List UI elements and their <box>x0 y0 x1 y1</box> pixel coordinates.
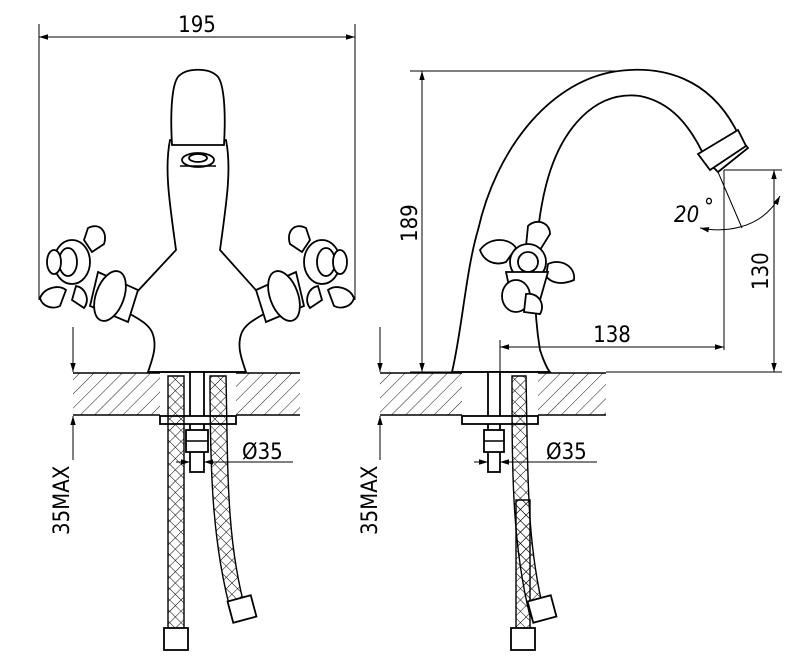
hole-diameter-label-side: Ø35 <box>546 440 587 465</box>
max-thickness-label-front: 35MAX <box>50 466 75 535</box>
degree-symbol: ° <box>704 195 714 220</box>
width-label: 195 <box>178 13 216 38</box>
width-dimension: 195 <box>38 13 356 300</box>
countertop-front <box>73 372 300 416</box>
height-dimension: 189 <box>398 70 628 373</box>
thickness-dimension-side: 35MAX <box>358 327 383 535</box>
thickness-dimension-front: 35MAX <box>50 327 76 535</box>
faucet-body-front <box>120 68 274 373</box>
height-label: 189 <box>398 204 423 242</box>
front-view: 195 35MAX <box>38 13 356 651</box>
left-cross-handle <box>39 225 140 324</box>
right-cross-handle <box>254 225 355 324</box>
hole-diameter-front: Ø35 <box>176 440 293 465</box>
hoses-front <box>163 375 258 651</box>
hose-side <box>510 375 558 651</box>
max-thickness-label-side: 35MAX <box>358 466 383 535</box>
mounting-stud-front <box>159 371 237 473</box>
spout-height-dimension: 130 <box>606 169 782 373</box>
spout-reach-label: 138 <box>593 323 631 348</box>
hole-diameter-side: Ø35 <box>474 440 597 465</box>
side-view: 189 35MAX <box>358 68 782 651</box>
spout-reach-dimension: 138 <box>499 323 724 372</box>
spout-height-label: 130 <box>749 252 774 290</box>
spout-angle-dimension: 20 ° <box>674 171 781 233</box>
mounting-stud-side <box>461 371 539 473</box>
side-cross-handle <box>479 220 575 315</box>
spout-angle-label: 20 <box>674 203 699 228</box>
hole-diameter-label-front: Ø35 <box>242 440 283 465</box>
